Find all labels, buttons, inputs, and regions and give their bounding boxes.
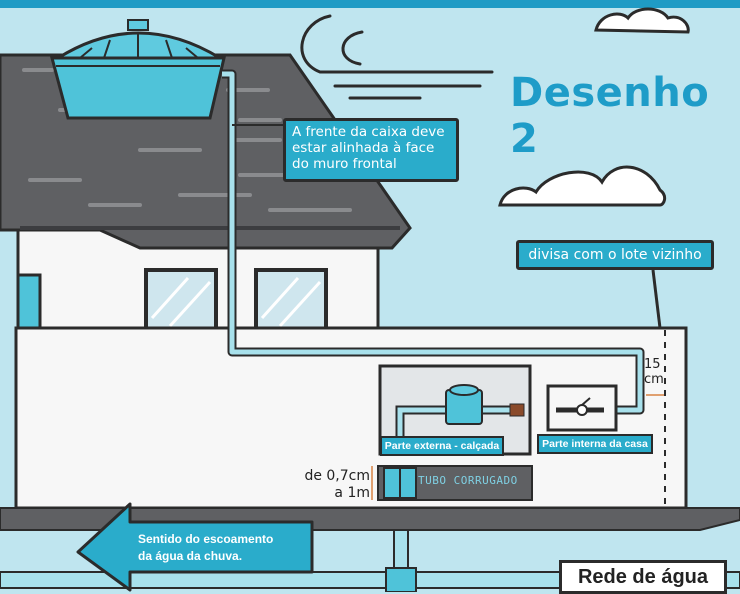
water-network-label: Rede de água <box>559 560 727 594</box>
tubo-label: TUBO CORRUGADO <box>418 474 518 487</box>
depth-line-2: a 1m <box>334 485 370 501</box>
connection-pipe <box>393 529 409 571</box>
depth-label: de 0,7cm a 1m <box>290 468 370 502</box>
top-strip <box>0 0 740 8</box>
window-shine <box>260 276 322 328</box>
divisa-pointer <box>651 269 662 329</box>
measure-15cm: 15 cm <box>644 357 664 387</box>
internal-part-label: Parte interna da casa <box>537 434 653 454</box>
water-main-pipe <box>0 571 740 589</box>
flow-arrow-icon <box>76 502 314 592</box>
main-junction <box>385 567 417 592</box>
flow-line-1: Sentido do escoamento <box>138 532 274 546</box>
window-right <box>254 268 328 334</box>
valve-icon <box>556 397 604 416</box>
page-title: Desenho 2 <box>510 70 710 162</box>
depth-line-1: de 0,7cm <box>304 468 370 484</box>
external-part-label: Parte externa - calçada <box>380 436 504 456</box>
tank-alignment-note: A frente da caixa deve estar alinhada à … <box>283 118 459 182</box>
flow-direction-label: Sentido do escoamento da água da chuva. <box>138 531 273 565</box>
measure-15-value: 15 <box>644 357 661 372</box>
flow-line-2: da água da chuva. <box>138 549 243 563</box>
side-window <box>16 273 42 332</box>
water-tank-icon <box>50 19 226 120</box>
measure-15-unit: cm <box>644 372 664 387</box>
window-shine <box>150 276 212 328</box>
cloud-middle <box>498 165 667 207</box>
water-pipe-fill <box>222 71 643 413</box>
lot-boundary-label: divisa com o lote vizinho <box>516 240 714 270</box>
wind-icon <box>300 14 494 100</box>
window-left <box>144 268 218 334</box>
cloud-top <box>594 7 690 34</box>
water-meter-icon <box>395 384 525 436</box>
